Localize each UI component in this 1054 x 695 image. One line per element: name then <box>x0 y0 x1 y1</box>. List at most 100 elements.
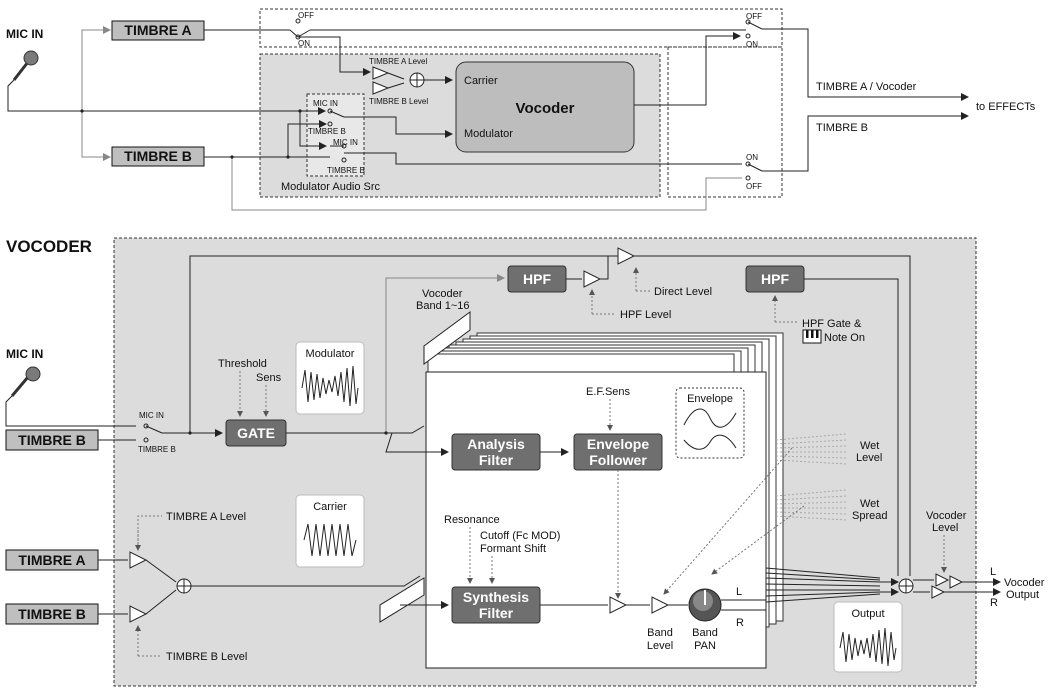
top-timbre-b-level-label: TIMBRE B Level <box>369 97 428 106</box>
output-waveform <box>839 627 897 667</box>
modulator-input-label: Modulator <box>464 128 513 140</box>
keyboard-icon <box>802 329 822 344</box>
wet-level-label-line2: Level <box>856 452 882 464</box>
cutoff-label: Cutoff (Fc MOD) <box>480 530 560 542</box>
hpf-1-label: HPF <box>523 271 551 287</box>
modulator-audio-src-label: Modulator Audio Src <box>281 181 381 193</box>
vocoder-sel-timbre-b-label: TIMBRE B <box>138 445 176 454</box>
modulator-source-switch <box>327 108 347 163</box>
output-summing-junction <box>898 578 914 594</box>
band-pan-knob <box>688 588 722 622</box>
timbre-a-level-amp <box>129 551 148 569</box>
microphone-icon <box>12 50 39 81</box>
wet-level-label-line1: Wet <box>860 440 879 452</box>
band-level-amp <box>651 596 670 614</box>
hpf-level-label: HPF Level <box>620 309 671 321</box>
timbre-b-output-label: TIMBRE B <box>816 122 868 134</box>
band-pan-label-line2: PAN <box>694 640 716 652</box>
resonance-label: Resonance <box>444 514 500 526</box>
envelope-follower-label-line2: Follower <box>589 452 647 468</box>
vocoder-block-title: Vocoder <box>516 100 575 117</box>
vocoder-block <box>455 61 635 153</box>
switch-off-label: OFF <box>298 11 314 20</box>
timbre-a-switch <box>289 18 311 40</box>
vocoder-timbre-b-level-label: TIMBRE B Level <box>166 651 247 663</box>
output-switch-frame <box>667 46 783 198</box>
timbre-b-level-amp <box>129 605 148 623</box>
synthesis-filter-label-line1: Synthesis <box>463 589 529 605</box>
timbre-b-label: TIMBRE B <box>124 148 192 164</box>
band-level-label-line2: Level <box>647 640 673 652</box>
vocoder-section-title: VOCODER <box>6 237 92 256</box>
band-pan-label-line1: Band <box>692 627 718 639</box>
vocoder-timbre-a-level-label: TIMBRE A Level <box>166 511 246 523</box>
pan-l-label: L <box>736 586 742 598</box>
mod-sel-mic-in-label-2: MIC IN <box>333 138 358 147</box>
vocoder-sel-mic-in-label: MIC IN <box>139 411 164 420</box>
timbre-a-switch-frame <box>259 8 783 48</box>
wet-spread-label-line1: Wet <box>860 498 879 510</box>
vocoder-level-amp-l <box>935 573 950 587</box>
synthesis-filter-label-line2: Filter <box>479 605 514 621</box>
vocoder-band-label-line1: Vocoder <box>422 288 463 300</box>
envelope-waveform-box <box>675 387 745 459</box>
out-b-on-label: ON <box>746 153 758 162</box>
hpf-gate-label-line2: Note On <box>824 332 865 344</box>
vocoder-timbre-b-input-2-label: TIMBRE B <box>18 606 86 622</box>
mod-sel-timbre-b-label: TIMBRE B <box>308 127 346 136</box>
sens-label: Sens <box>256 372 282 384</box>
output-b-switch <box>745 161 763 181</box>
pan-r-label: R <box>736 617 744 629</box>
modulator-source-frame <box>306 93 365 177</box>
routing-section: MIC IN TIMBRE A TIMBRE B OFF ON TIMBRE A… <box>6 8 1036 211</box>
vocoder-level-amp-r <box>931 585 946 599</box>
mod-sel-mic-in-label: MIC IN <box>313 99 338 108</box>
vocoder-microphone-icon <box>10 366 41 397</box>
vocoder-timbre-a-input-label: TIMBRE A <box>18 552 85 568</box>
carrier-input-label: Carrier <box>464 75 498 87</box>
output-l-label: L <box>990 566 996 578</box>
threshold-label: Threshold <box>218 358 267 370</box>
wet-hatch <box>765 433 881 603</box>
output-r-label: R <box>990 597 998 609</box>
envelope-follower-label-line1: Envelope <box>587 436 649 452</box>
vocoder-output-label-line2: Output <box>1006 589 1039 601</box>
summing-junction <box>409 72 425 88</box>
out-a-off-label: OFF <box>746 12 762 21</box>
carrier-waveform-label: Carrier <box>313 501 347 513</box>
switch-on-label: ON <box>298 39 310 48</box>
vocoder-band-stack <box>425 332 784 669</box>
vocoder-level-label-line1: Vocoder <box>926 510 967 522</box>
modulator-waveform-label: Modulator <box>306 348 355 360</box>
timbre-a-vocoder-output-label: TIMBRE A / Vocoder <box>816 81 917 93</box>
hpf-2-label: HPF <box>761 271 789 287</box>
formant-shift-label: Formant Shift <box>480 543 546 555</box>
wet-spread-label-line2: Spread <box>852 510 887 522</box>
carrier-summing-junction <box>176 578 192 594</box>
vocoder-level-label-line2: Level <box>932 522 958 534</box>
analysis-filter-label-line1: Analysis <box>467 436 525 452</box>
output-waveform-label: Output <box>851 608 884 620</box>
hpf-level-amp <box>583 270 602 288</box>
out-a-on-label: ON <box>746 40 758 49</box>
direct-level-amp <box>617 247 636 265</box>
output-a-switch <box>745 19 763 39</box>
modulator-waveform-box <box>295 341 365 415</box>
to-effects-label: to EFFECTs <box>976 101 1036 113</box>
out-b-off-label: OFF <box>746 182 762 191</box>
vocoder-timbre-b-input-label: TIMBRE B <box>18 432 86 448</box>
gate-label: GATE <box>237 425 275 441</box>
ef-sens-label: E.F.Sens <box>586 386 631 398</box>
direct-level-label: Direct Level <box>654 286 712 298</box>
modulator-waveform <box>301 365 359 407</box>
carrier-waveform <box>303 523 357 557</box>
mic-in-label: MIC IN <box>6 27 43 41</box>
vocoder-band-label-line2: Band 1~16 <box>416 300 470 312</box>
vocoder-detail-section: VOCODER MIC IN TIMBRE B MIC IN <box>5 237 1045 687</box>
analysis-filter-label-line2: Filter <box>479 452 514 468</box>
mod-sel-timbre-b-label-2: TIMBRE B <box>327 166 365 175</box>
envelope-vca <box>609 596 628 614</box>
vocoder-output-label-line1: Vocoder <box>1004 577 1045 589</box>
envelope-waveform-label: Envelope <box>687 393 733 405</box>
